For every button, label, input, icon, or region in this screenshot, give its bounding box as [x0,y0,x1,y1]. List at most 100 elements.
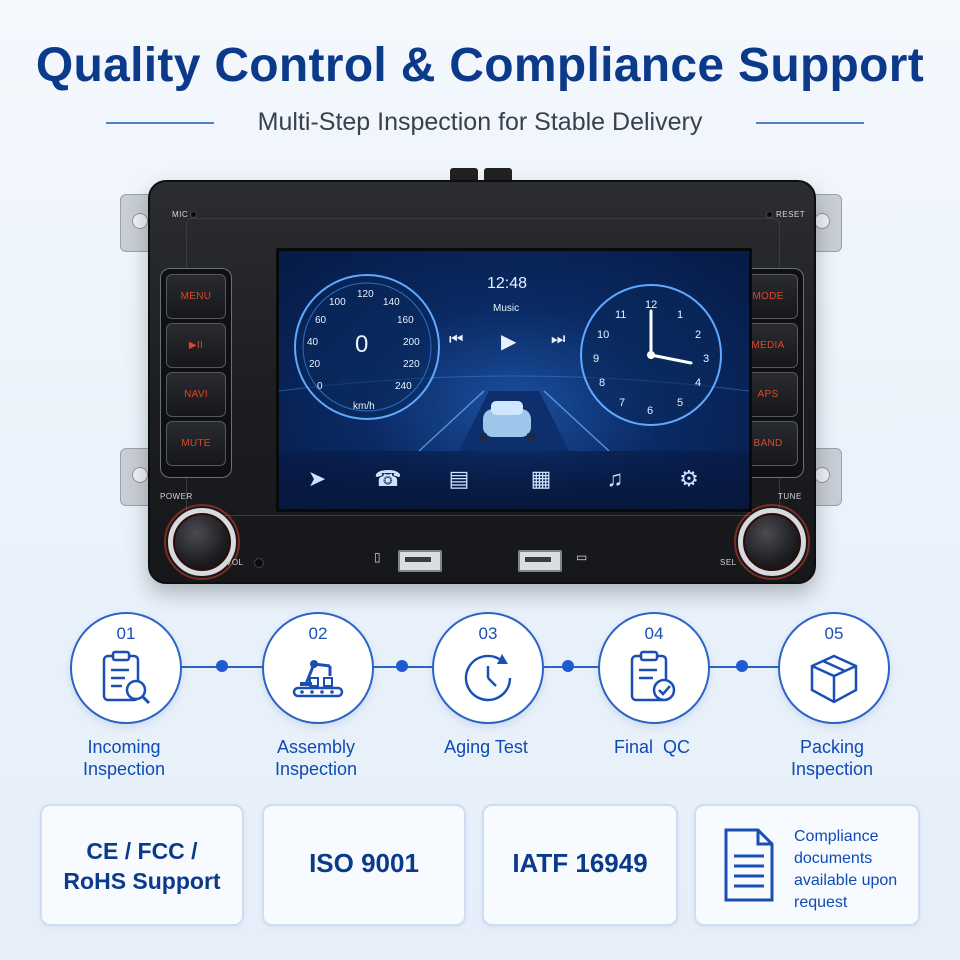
compliance-line: documents [794,850,873,867]
step-label-line: Packing [799,737,865,757]
app-dock: ➤ ☎ ▤ ▦ ♫ ⚙ [279,451,749,509]
clock-num-5: 5 [677,397,684,409]
step-assembly-inspection: 02 [262,612,374,724]
clock-num-4: 4 [695,377,702,389]
speed-tick-20: 20 [309,359,321,370]
play-pause-button[interactable]: ▶II [166,323,226,368]
speed-tick-40: 40 [307,337,319,348]
speed-value: 0 [355,331,369,358]
page-title: Quality Control & Compliance Support [35,39,925,92]
phone-icon[interactable]: ☎ [374,466,402,491]
vol-label: VOL [226,558,244,567]
reset-hole[interactable] [766,211,773,218]
clock-num-3: 3 [703,353,710,365]
step-label-line: Assembly [276,737,356,757]
step-dot-2 [396,660,408,672]
usb-port-right[interactable] [518,550,562,572]
menu-button[interactable]: MENU [166,274,226,319]
navi-button[interactable]: NAVI [166,372,226,417]
step-label-5: Packing Inspection [762,736,902,780]
cert-compliance-documents: Compliance documents available upon requ… [694,804,920,926]
speed-tick-220: 220 [403,359,420,370]
compliance-line: request [794,894,848,911]
tune-label: TUNE [778,492,802,501]
left-button-column: MENU ▶II NAVI MUTE [160,268,232,478]
box-icon [810,654,858,704]
step-label-line: Inspection [82,759,166,779]
tune-knob[interactable] [734,504,810,580]
step-label-2: Assembly Inspection [246,736,386,780]
speed-tick-0: 0 [317,381,323,392]
speed-tick-240: 240 [395,381,412,392]
cert-iatf-label: IATF 16949 [512,848,648,878]
road-edge-left [418,390,485,452]
step-number: 04 [644,624,664,643]
speed-tick-140: 140 [383,297,400,308]
step-number: 05 [824,624,844,643]
clock-num-7: 7 [619,397,626,409]
clock-center [647,351,655,359]
device-bezel: MIC RESET MENU ▶II NAVI MUTE MODE MEDIA … [148,180,816,584]
car-radio-head-unit: MIC RESET MENU ▶II NAVI MUTE MODE MEDIA … [120,168,842,588]
car-wheel-left [479,433,487,441]
subtitle-row: Multi-Step Inspection for Stable Deliver… [0,108,960,138]
battery-icon: ▯ [374,550,382,564]
clock-num-2: 2 [695,329,702,341]
mute-button[interactable]: MUTE [166,421,226,466]
speed-tick-200: 200 [403,337,420,348]
reset-label: RESET [776,210,806,219]
step-number: 02 [308,624,328,643]
step-number: 03 [478,624,498,643]
clock-num-10: 10 [597,329,610,341]
cert-iatf-16949: IATF 16949 [482,804,678,926]
aux-port [254,558,264,568]
power-label: POWER [160,492,193,501]
step-number: 01 [116,624,136,643]
play-icon[interactable]: ▶ [501,331,517,353]
compliance-text: Compliance documents available upon requ… [794,826,897,914]
screen-time: 12:48 [487,275,528,292]
cert-ce-fcc-rohs: CE / FCC / RoHS Support [40,804,244,926]
step-label-line: Inspection [790,759,874,779]
clock-num-12: 12 [645,299,658,311]
subtitle-rule-left [106,122,214,124]
mic-hole [190,211,197,218]
usb-port-left[interactable] [398,550,442,572]
compliance-line: Compliance [794,828,879,845]
page-subtitle: Multi-Step Inspection for Stable Deliver… [257,108,703,136]
step-dot-4 [736,660,748,672]
speed-unit: km/h [353,401,375,412]
speed-tick-120: 120 [357,289,374,300]
settings-icon[interactable]: ⚙ [679,466,699,491]
sd-card-icon: ▭ [576,550,588,564]
step-label-line: Inspection [274,759,358,779]
clock-num-11: 11 [615,309,627,321]
cert-iso-label: ISO 9001 [309,848,419,878]
previous-track-icon[interactable]: ⏮ [449,331,464,348]
display-screen[interactable]: 0 20 40 60 100 120 140 160 200 220 240 0… [276,248,752,512]
compliance-line: available upon [794,872,898,889]
cert-iso-9001: ISO 9001 [262,804,466,926]
next-track-icon[interactable]: ⏭ [551,331,566,348]
clock-icon [464,654,512,702]
volume-knob[interactable] [164,504,240,580]
apps-icon[interactable]: ▦ [530,466,552,491]
step-label-1: Incoming Inspection [54,736,194,780]
mic-label: MIC [172,210,189,219]
car-wheel-right [527,433,535,441]
music-icon[interactable]: ♫ [606,466,624,491]
step-label-4: Final QC [582,736,722,758]
speed-tick-60: 60 [315,315,327,326]
navigation-icon[interactable]: ➤ [307,466,327,491]
speedometer-inner-ring [302,282,432,412]
sel-label: SEL [720,558,737,567]
clock-hour-hand [649,353,693,365]
radio-icon[interactable]: ▤ [448,466,470,491]
step-packing-inspection: 05 [778,612,890,724]
step-label-line: Aging Test [444,737,528,757]
speedometer-ring [294,274,440,420]
step-aging-test: 03 [432,612,544,724]
step-dot-3 [562,660,574,672]
subtitle-rule-right [756,122,864,124]
clock-num-8: 8 [599,377,606,389]
